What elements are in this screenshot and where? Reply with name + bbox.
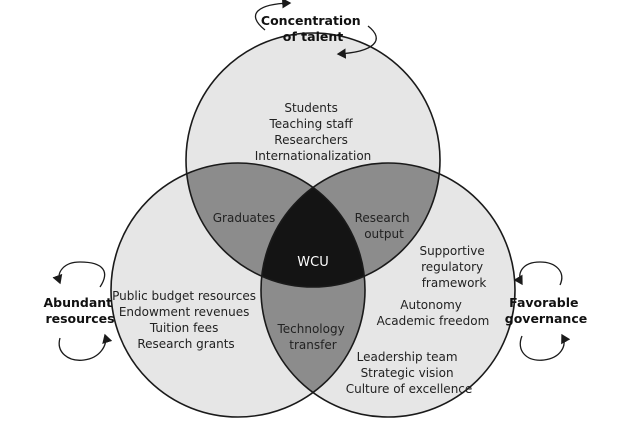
top-item-internationalization: Internationalization [255, 149, 372, 163]
right-item-strategic-vision: Strategic vision [361, 366, 454, 380]
label-abundant-line1: Abundant [43, 295, 112, 310]
cycle-arrows-left [52, 261, 113, 361]
svg-text:Research output: Research output [355, 211, 414, 241]
label-abundant-line2: resources [45, 311, 114, 326]
left-item-public-budget: Public budget resources [112, 289, 256, 303]
svg-text:Students Teaching staff: Students Teaching staff Researchers Inte… [255, 101, 372, 163]
right-item-academic-freedom: Academic freedom [377, 314, 490, 328]
top-item-researchers: Researchers [274, 133, 348, 147]
overlap-label-graduates: Graduates [213, 211, 276, 225]
overlap-center [261, 163, 365, 287]
right-item-regulatory: regulatory [421, 260, 483, 274]
overlap-label-research: Research [355, 211, 410, 225]
right-item-supportive: Supportive [419, 244, 484, 258]
svg-text:Technology transfer: Technology transfer [276, 322, 348, 352]
svg-text:Favorable governance: Favorable governance [505, 295, 587, 326]
center-label-wcu: WCU [297, 255, 328, 270]
overlap-label-technology: Technology [276, 322, 344, 336]
svg-text:Autonomy Academic freedom: Autonomy Academic freedom [377, 298, 490, 328]
left-item-endowment: Endowment revenues [119, 305, 250, 319]
overlap-label-output: output [364, 227, 404, 241]
label-concentration-line1: Concentration [261, 13, 361, 28]
right-item-framework: framework [422, 276, 487, 290]
label-favorable-line2: governance [505, 311, 587, 326]
svg-text:Supportive regulatory: Supportive regulatory framework [419, 244, 488, 290]
top-item-teaching-staff: Teaching staff [268, 117, 353, 131]
left-item-tuition: Tuition fees [149, 321, 219, 335]
svg-text:Public budget resources En: Public budget resources Endowment revenu… [112, 289, 260, 351]
svg-text:Concentration of talent: Concentration of talent [261, 13, 365, 44]
label-concentration-line2: of talent [283, 29, 343, 44]
right-item-culture: Culture of excellence [346, 382, 473, 396]
svg-text:Abundant resources: Abundant resources [43, 295, 116, 326]
top-item-students: Students [284, 101, 338, 115]
overlap-label-transfer: transfer [289, 338, 336, 352]
left-item-research-grants: Research grants [137, 337, 234, 351]
cycle-arrows-right [513, 261, 571, 361]
label-favorable-line1: Favorable [509, 295, 578, 310]
svg-text:Leadership team Strategic: Leadership team Strategic vision Culture… [346, 350, 473, 396]
cycle-arrows-top [254, 0, 377, 59]
right-item-autonomy: Autonomy [400, 298, 462, 312]
right-item-leadership: Leadership team [357, 350, 458, 364]
